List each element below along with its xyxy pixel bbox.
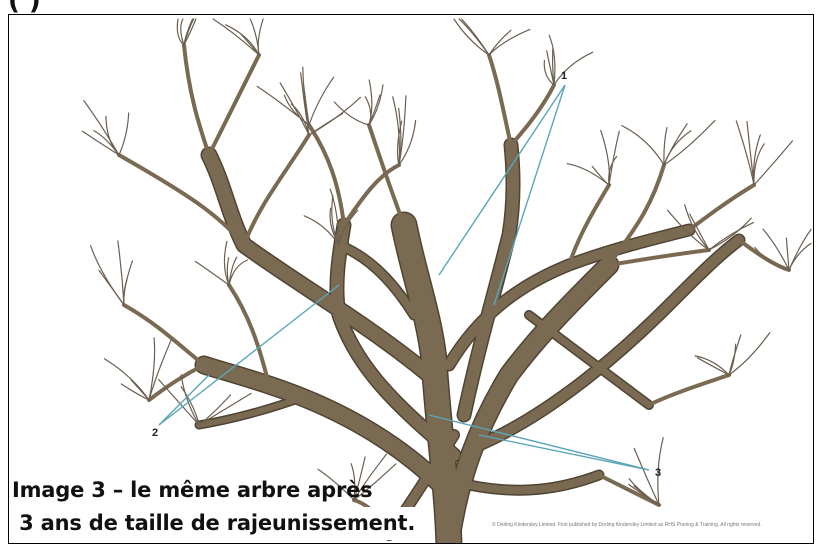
tree-illustration	[9, 15, 814, 544]
caption-line-1: Image 3 – le même arbre après	[12, 474, 417, 507]
leader-line	[479, 435, 649, 470]
twig	[121, 384, 149, 400]
twig	[592, 166, 609, 185]
twig	[747, 122, 754, 186]
twig	[184, 19, 196, 45]
twig	[789, 230, 811, 271]
branch	[689, 185, 754, 230]
tree-drawing	[83, 19, 812, 544]
diagram-frame: 1 2 3 © Dorling Kindersley Limited. Firs…	[8, 14, 814, 544]
twig	[697, 358, 729, 375]
twig	[119, 113, 129, 155]
twig	[459, 19, 489, 55]
twig	[159, 380, 199, 426]
twig	[601, 130, 610, 185]
twig	[104, 359, 149, 400]
limb	[204, 365, 441, 485]
branch	[244, 135, 309, 245]
branch	[649, 375, 729, 405]
label-2: 2	[152, 427, 158, 439]
twig	[554, 52, 593, 85]
twig	[229, 257, 237, 285]
twig	[664, 120, 715, 165]
twig	[131, 380, 149, 400]
twig	[124, 261, 133, 305]
twig	[84, 101, 119, 155]
twig	[118, 241, 124, 305]
twig	[309, 77, 334, 125]
branch	[309, 125, 344, 225]
branch	[184, 45, 209, 155]
twig	[393, 97, 400, 165]
limb	[209, 155, 429, 375]
twig	[399, 121, 416, 166]
twig	[622, 126, 664, 165]
twig	[489, 29, 530, 55]
twig	[567, 164, 609, 185]
twig	[454, 19, 489, 55]
twig	[229, 260, 248, 285]
twig	[736, 121, 754, 185]
twig	[609, 131, 619, 185]
limb	[529, 315, 649, 405]
twig	[754, 141, 792, 185]
caption-line-2: 3 ans de taille de rajeunissement.	[12, 507, 417, 540]
leader-line	[159, 375, 209, 425]
label-3: 3	[655, 467, 661, 479]
copyright-notice: © Dorling Kindersley Limited. First publ…	[492, 522, 792, 529]
branch	[149, 365, 204, 400]
branch	[511, 85, 554, 145]
image-caption: Image 3 – le même arbre après 3 ans de t…	[12, 474, 417, 540]
label-1: 1	[561, 70, 567, 82]
branch	[209, 55, 259, 155]
branch	[489, 55, 511, 145]
